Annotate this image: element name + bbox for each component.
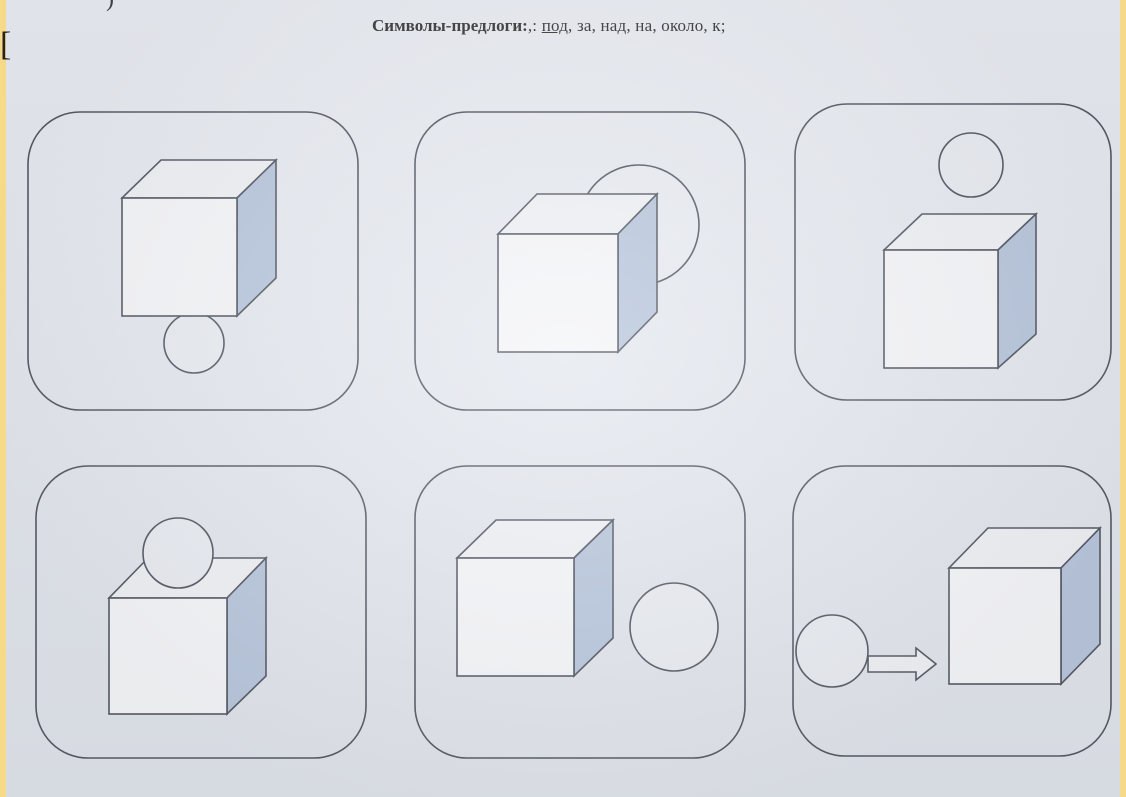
circle-shape xyxy=(939,133,1003,197)
circle-shape xyxy=(796,615,868,687)
cube-shape xyxy=(122,160,276,316)
cube-shape xyxy=(949,528,1100,684)
circle-shape xyxy=(164,313,224,373)
card-near xyxy=(415,466,745,758)
card-towards xyxy=(793,466,1111,756)
cube-shape xyxy=(884,214,1036,368)
card-behind xyxy=(415,112,745,410)
cropped-edge-glyph: [ xyxy=(0,28,11,62)
worksheet-photo: ) Символы-предлоги:,: под, за, над, на, … xyxy=(6,0,1120,797)
cube-shape xyxy=(498,194,657,352)
card-above xyxy=(795,104,1111,400)
circle-shape xyxy=(143,518,213,588)
card-on xyxy=(36,466,366,758)
cube-shape xyxy=(457,520,613,676)
circle-shape xyxy=(630,583,718,671)
card-under xyxy=(28,112,358,410)
arrow-right-icon xyxy=(868,648,936,680)
symbols-diagram xyxy=(6,0,1120,797)
